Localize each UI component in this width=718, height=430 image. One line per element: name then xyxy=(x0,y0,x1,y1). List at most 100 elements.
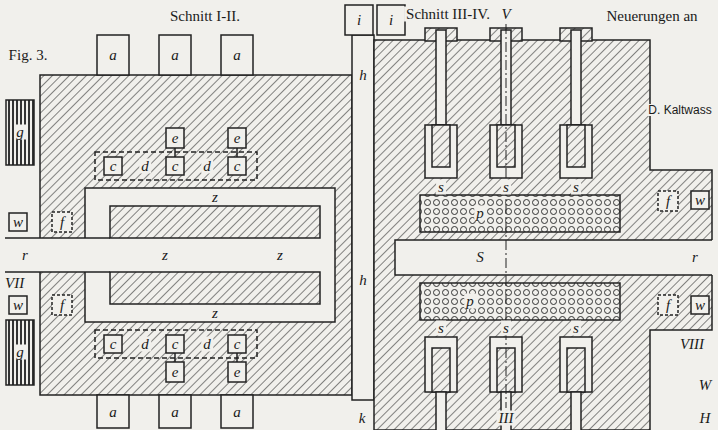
center-line xyxy=(506,24,507,408)
callout-letter: H xyxy=(698,411,713,426)
callout-letter: s xyxy=(571,180,581,195)
callout-letter: e xyxy=(232,131,243,146)
callout-letter: w xyxy=(693,298,707,313)
callout-letter: g xyxy=(14,125,26,140)
port-box xyxy=(345,5,373,35)
callout-letter: f xyxy=(58,298,66,313)
callout-letter: i xyxy=(355,13,363,28)
port-box xyxy=(52,212,72,232)
callout-letter: S xyxy=(474,250,486,265)
core-section xyxy=(110,272,320,304)
valve-seat xyxy=(560,337,592,392)
callout-letter: z xyxy=(210,306,220,321)
port-box xyxy=(166,362,184,382)
port-box xyxy=(166,157,184,175)
callout-letter: h xyxy=(357,273,369,288)
callout-letter: s xyxy=(571,321,581,336)
port-box xyxy=(228,128,246,148)
callout-letter: r xyxy=(20,248,30,263)
cavity xyxy=(85,188,335,322)
valve-plug xyxy=(432,125,450,167)
caption-text: Schnitt I-II. xyxy=(168,9,242,24)
callout-letter: a xyxy=(107,405,119,420)
callout-letter: c xyxy=(170,337,181,352)
housing-section xyxy=(374,40,712,430)
callout-letter: c xyxy=(108,337,119,352)
callout-letter: V xyxy=(499,7,512,22)
valve-seat xyxy=(490,337,522,392)
flange-tooth xyxy=(159,35,191,75)
callout-letter: a xyxy=(169,405,181,420)
callout-letter: g xyxy=(14,345,26,360)
dashed-outline xyxy=(95,152,257,180)
callout-letter: e xyxy=(232,365,243,380)
caption-text: D. Kaltwass xyxy=(646,104,713,116)
flange-tooth xyxy=(221,35,253,75)
flange-tooth xyxy=(97,395,129,428)
port-box xyxy=(691,296,709,314)
flange-tooth xyxy=(221,395,253,428)
callout-letter: e xyxy=(170,365,181,380)
slot xyxy=(571,30,581,125)
callout-letter: p xyxy=(474,206,486,221)
port-box xyxy=(166,128,184,148)
callout-letter: e xyxy=(170,131,181,146)
flange-tooth xyxy=(97,35,129,75)
callout-letter: W xyxy=(697,378,714,393)
callout-letter: f xyxy=(664,298,672,313)
callout-letter: c xyxy=(108,159,119,174)
caption-text: Neuerungen an xyxy=(604,9,699,24)
callout-letter: f xyxy=(58,215,66,230)
callout-letter: i xyxy=(387,13,395,28)
callout-letter: VII xyxy=(3,276,26,291)
caption-text: Schnitt III-IV. xyxy=(404,7,492,22)
valve-seat xyxy=(425,337,457,392)
callout-letter: k xyxy=(357,411,368,426)
port-box xyxy=(377,5,405,35)
callout-letter: w xyxy=(693,193,707,208)
callout-letter: s xyxy=(436,180,446,195)
callout-letter: z xyxy=(275,248,285,263)
callout-letter: w xyxy=(11,298,25,313)
valve-plug xyxy=(567,125,585,167)
callout-letter: c xyxy=(170,159,181,174)
callout-letter: w xyxy=(11,215,25,230)
port-box xyxy=(9,213,27,231)
callout-letter: a xyxy=(169,48,181,63)
dashed-outline xyxy=(95,330,257,358)
callout-letter: s xyxy=(501,321,511,336)
vertical-channel xyxy=(352,35,374,400)
main-channel xyxy=(395,240,713,275)
valve-seat xyxy=(425,125,457,178)
tube-bundle xyxy=(420,283,620,320)
callout-letter: a xyxy=(231,405,243,420)
port-box xyxy=(9,296,27,314)
port-box xyxy=(228,157,246,175)
callout-letter: d xyxy=(139,337,151,352)
callout-letter: p xyxy=(464,294,476,309)
valve-seat xyxy=(560,125,592,178)
port-box xyxy=(228,335,246,353)
callout-letter: s xyxy=(436,321,446,336)
port-box xyxy=(52,295,72,315)
callout-letter: d xyxy=(139,159,151,174)
callout-letter: f xyxy=(664,194,672,209)
slot xyxy=(436,30,446,125)
coil-symbol xyxy=(6,320,34,385)
port-box xyxy=(166,335,184,353)
housing-section xyxy=(40,75,352,395)
port-box xyxy=(691,191,709,209)
inlet-channel xyxy=(5,238,111,272)
tube-bundle xyxy=(420,195,620,232)
callout-letter: d xyxy=(201,337,213,352)
port-box xyxy=(658,191,678,211)
port-box xyxy=(104,335,122,353)
callout-letter: III xyxy=(497,411,516,426)
callout-letter: h xyxy=(357,68,369,83)
callout-letter: a xyxy=(107,48,119,63)
port-box xyxy=(658,295,678,315)
callout-letter: d xyxy=(201,159,213,174)
